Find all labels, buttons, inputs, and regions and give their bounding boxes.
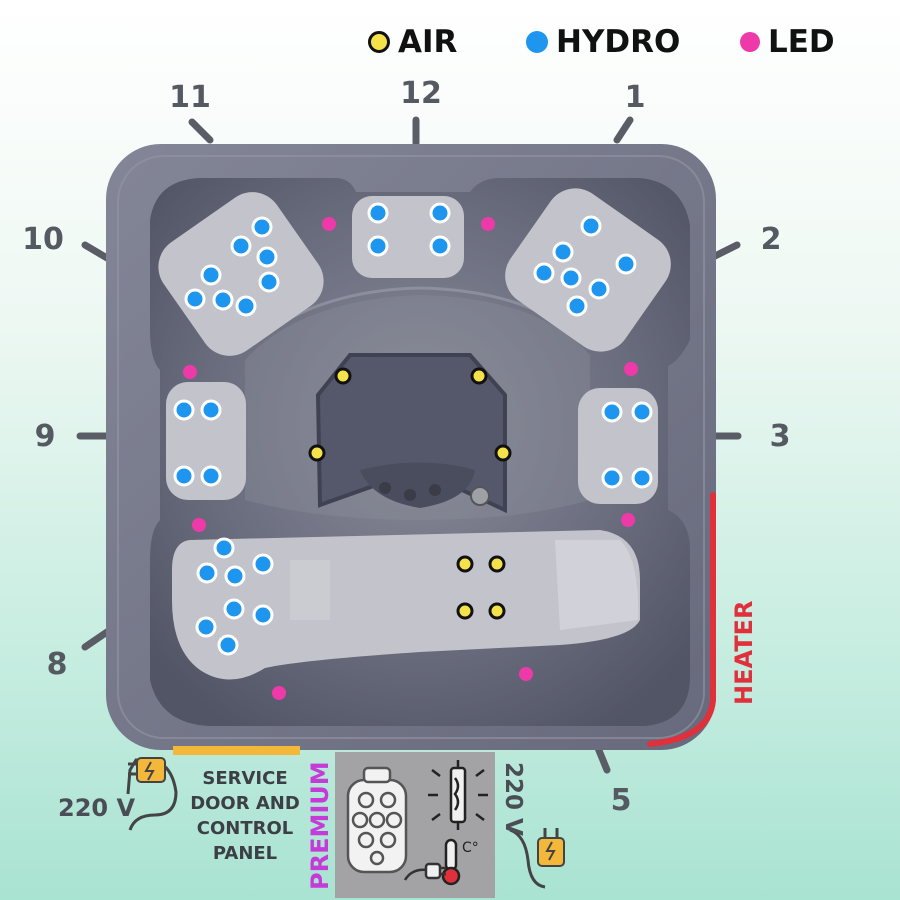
legend-hydro-label: HYDRO <box>556 24 681 60</box>
uv-lamp-icon <box>428 760 488 830</box>
legend-led: LED <box>740 22 835 62</box>
hydro-jet <box>588 278 610 300</box>
hydro-jet <box>235 295 257 317</box>
hydro-jet <box>230 235 252 257</box>
hydro-jet <box>200 399 222 421</box>
svg-text:C°: C° <box>462 840 479 856</box>
led-light <box>272 686 286 700</box>
clock-10: 10 <box>22 222 64 257</box>
hydro-jet <box>601 467 623 489</box>
service-line-3: CONTROL <box>196 818 294 839</box>
filter-icon <box>346 766 408 874</box>
clock-3: 3 <box>769 419 791 454</box>
legend-led-label: LED <box>768 24 835 60</box>
hydro-jet <box>184 288 206 310</box>
hydro-jet <box>429 202 451 224</box>
thermometer-icon: C° <box>441 838 479 886</box>
legend-hydro: HYDRO <box>526 22 680 62</box>
hydro-jet <box>367 202 389 224</box>
hydro-jet <box>533 262 555 284</box>
hydro-jet <box>251 216 273 238</box>
voltage-right-label: 220 V <box>500 762 526 836</box>
hydro-dot-icon <box>526 31 548 53</box>
hydro-jet <box>200 465 222 487</box>
hydro-jet <box>552 241 574 263</box>
hydro-jets <box>173 202 653 656</box>
led-light <box>481 217 495 231</box>
hydro-jet <box>631 467 653 489</box>
hydro-jet <box>173 465 195 487</box>
clock-ticks <box>76 116 742 774</box>
service-door-bar <box>173 746 300 755</box>
hydro-jet <box>429 235 451 257</box>
air-jet <box>470 367 488 385</box>
legend-air: AIR <box>368 22 457 62</box>
power-plug-icon-left <box>126 757 178 831</box>
heater-label: HEATER <box>730 600 758 705</box>
clock-12: 12 <box>400 76 442 111</box>
premium-label: PREMIUM <box>306 761 334 890</box>
service-line-4: PANEL <box>212 843 278 864</box>
clock-11: 11 <box>169 80 211 115</box>
hydro-jet <box>195 616 217 638</box>
hydro-jet <box>196 562 218 584</box>
legend-air-label: AIR <box>398 24 458 60</box>
air-dot-icon <box>368 31 390 53</box>
hydro-jet <box>223 598 245 620</box>
clock-1: 1 <box>624 80 646 115</box>
hydro-jet <box>631 401 653 423</box>
air-jet <box>488 555 506 573</box>
hydro-jet <box>252 604 274 626</box>
service-door-label: SERVICE DOOR AND CONTROL PANEL <box>180 766 310 866</box>
led-light <box>621 513 635 527</box>
hydro-jet <box>224 565 246 587</box>
hydro-jet <box>367 235 389 257</box>
hydro-jet <box>256 246 278 268</box>
air-jet <box>488 602 506 620</box>
hydro-jet <box>580 215 602 237</box>
air-jet <box>494 444 512 462</box>
clock-5: 5 <box>610 783 632 818</box>
heater-bar <box>647 492 716 747</box>
hydro-jet <box>560 267 582 289</box>
lounger <box>172 530 640 680</box>
air-jet <box>308 444 326 462</box>
led-light <box>519 667 533 681</box>
air-jet <box>456 555 474 573</box>
hydro-jet <box>615 253 637 275</box>
hydro-jet <box>258 271 280 293</box>
voltage-left-label: 220 V <box>58 794 136 822</box>
service-line-1: SERVICE <box>202 768 288 789</box>
hydro-jet <box>173 399 195 421</box>
hydro-jet <box>200 264 222 286</box>
air-jet <box>456 602 474 620</box>
seats <box>158 188 671 680</box>
clock-2: 2 <box>760 222 782 257</box>
hydro-jet <box>566 295 588 317</box>
hydro-jet <box>601 401 623 423</box>
led-light <box>183 365 197 379</box>
led-light <box>322 217 336 231</box>
hydro-jet <box>212 289 234 311</box>
power-plug-icon-right <box>509 828 565 889</box>
air-jets <box>308 367 512 620</box>
hydro-jet <box>213 537 235 559</box>
corner-seat-top-left <box>158 192 324 356</box>
clock-9: 9 <box>34 419 56 454</box>
hydro-jet <box>217 634 239 656</box>
air-jet <box>334 367 352 385</box>
led-dot-icon <box>740 32 760 52</box>
led-light <box>192 518 206 532</box>
corner-seat-top-right <box>505 188 671 352</box>
power-plug-icon-small <box>403 862 446 881</box>
clock-8: 8 <box>46 647 68 682</box>
hydro-jet <box>252 553 274 575</box>
service-line-2: DOOR AND <box>190 793 300 814</box>
led-lights <box>183 217 638 700</box>
led-light <box>624 362 638 376</box>
